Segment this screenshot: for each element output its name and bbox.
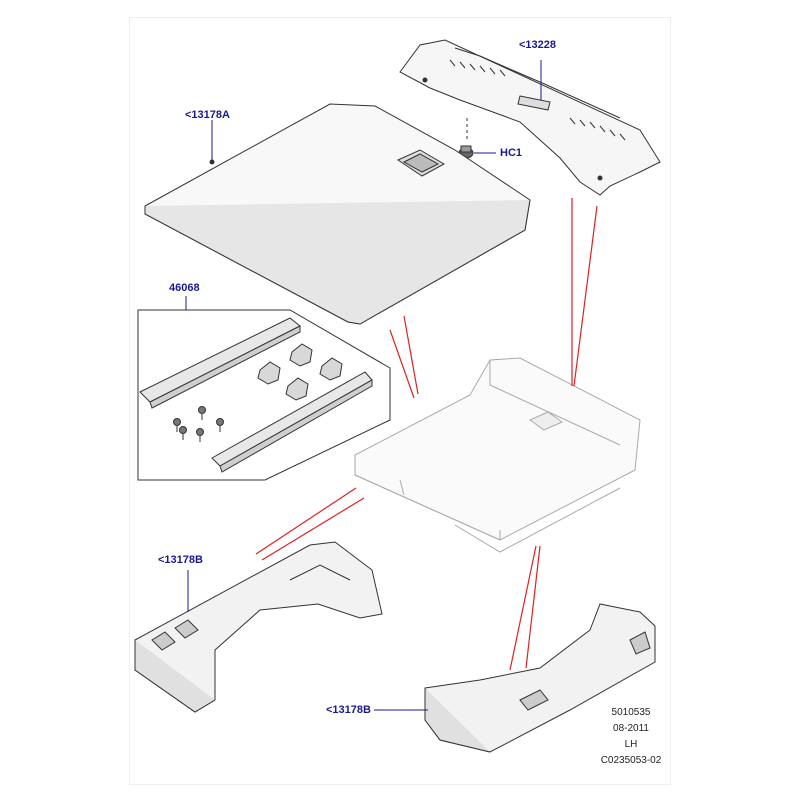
kit-46068-box xyxy=(137,296,391,481)
ref-date: 08-2011 xyxy=(613,723,649,734)
foam-tray-13178B-left xyxy=(134,541,383,713)
clip-hc1 xyxy=(458,118,496,159)
load-floor-13178A xyxy=(144,103,531,325)
ref-code: 5010535 xyxy=(611,707,651,718)
callout-13178B-right: <13178B xyxy=(326,704,371,716)
callout-13178A: <13178A xyxy=(185,109,230,121)
assembly-leaders xyxy=(255,198,598,671)
foam-tray-13178B-right xyxy=(424,603,656,753)
assembled-load-space xyxy=(354,357,641,553)
callout-46068: 46068 xyxy=(169,282,200,294)
callout-hc1: HC1 xyxy=(500,147,523,159)
kit-clips xyxy=(257,343,343,401)
kit-screws xyxy=(173,406,224,442)
ref-illustration-id: C0235053-02 xyxy=(600,755,662,766)
ref-side: LH xyxy=(624,739,638,750)
callout-13228: <13228 xyxy=(519,39,557,51)
trim-panel-13228 xyxy=(399,39,661,196)
kit-rails xyxy=(139,317,373,473)
callout-13178B-left: <13178B xyxy=(158,554,203,566)
